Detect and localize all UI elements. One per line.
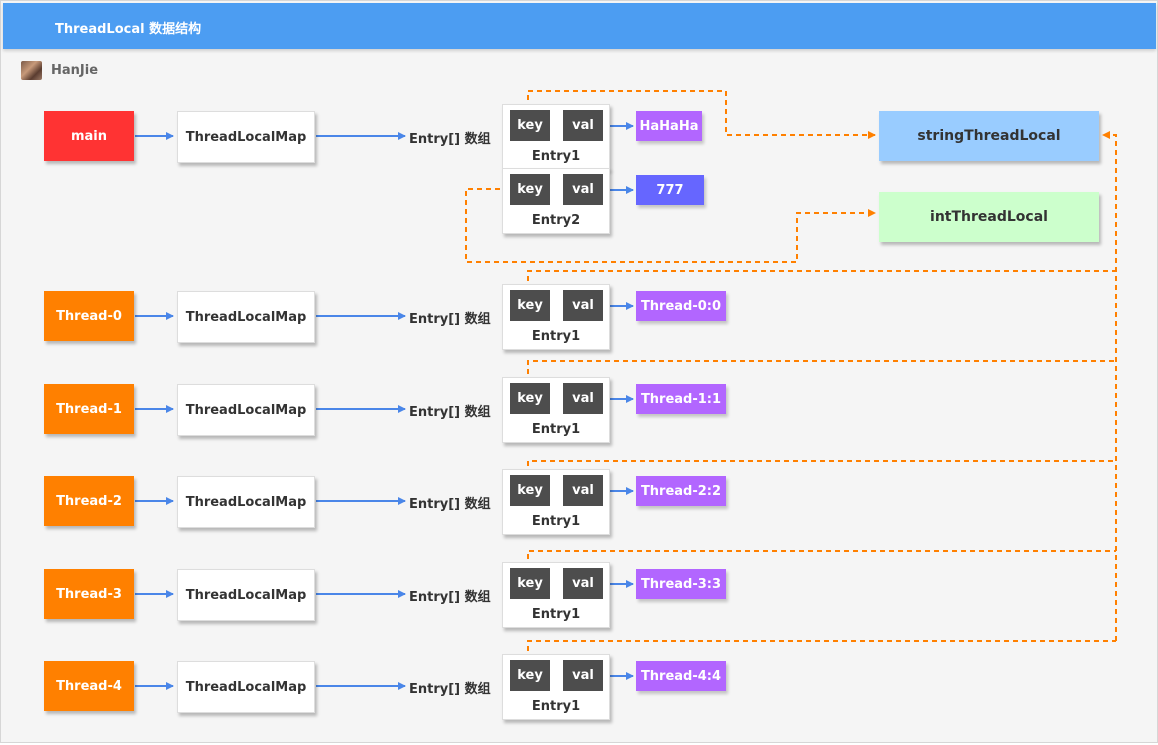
entry-key: key bbox=[510, 290, 550, 321]
entry-key: key bbox=[510, 383, 550, 414]
threadlocalmap-box: ThreadLocalMap bbox=[177, 111, 315, 163]
entry-val: val bbox=[563, 475, 603, 506]
entry-key: key bbox=[510, 174, 550, 205]
title-bar: ThreadLocal 数据结构 bbox=[3, 3, 1156, 49]
thread-box: Thread-4 bbox=[44, 661, 134, 711]
main-entry2-key-to-int-threadlocal bbox=[465, 188, 876, 263]
int-threadlocal: intThreadLocal bbox=[879, 192, 1099, 242]
entry-name: Entry2 bbox=[531, 213, 581, 228]
entry-value-box: 777 bbox=[636, 175, 704, 205]
entry-name: Entry1 bbox=[531, 329, 581, 344]
entry-array-label: Entry[] 数组 bbox=[409, 132, 491, 147]
entry-value-box: Thread-4:4 bbox=[636, 661, 726, 691]
entry-value-box: Thread-3:3 bbox=[636, 569, 726, 599]
entry-val: val bbox=[563, 660, 603, 691]
diagram-title: ThreadLocal 数据结构 bbox=[55, 22, 202, 37]
thread2-key-link bbox=[527, 460, 1116, 475]
entry-value-box: Thread-0:0 bbox=[636, 291, 726, 321]
thread1-key-link bbox=[527, 360, 1116, 383]
entry-val: val bbox=[563, 174, 603, 205]
entry-name: Entry1 bbox=[531, 699, 581, 714]
entry-name: Entry1 bbox=[531, 607, 581, 622]
avatar bbox=[21, 61, 42, 80]
thread0-key-link bbox=[527, 270, 1116, 290]
threadlocalmap-box: ThreadLocalMap bbox=[177, 291, 315, 343]
thread-box: Thread-2 bbox=[44, 476, 134, 526]
entry-array-label: Entry[] 数组 bbox=[409, 312, 491, 327]
entry-value-box: HaHaHa bbox=[636, 111, 702, 141]
entry-name: Entry1 bbox=[531, 149, 581, 164]
entry-array-label: Entry[] 数组 bbox=[409, 682, 491, 697]
entry-name: Entry1 bbox=[531, 514, 581, 529]
shared-trunk-to-string-threadlocal bbox=[1102, 131, 1117, 641]
threadlocalmap-box: ThreadLocalMap bbox=[177, 661, 315, 713]
threadlocalmap-box: ThreadLocalMap bbox=[177, 384, 315, 436]
entry-key: key bbox=[510, 568, 550, 599]
thread4-key-link bbox=[527, 640, 1116, 660]
thread-box: main bbox=[44, 111, 134, 161]
thread-box: Thread-0 bbox=[44, 291, 134, 341]
entry-key: key bbox=[510, 660, 550, 691]
main-entry1-key-to-string-threadlocal bbox=[527, 90, 876, 139]
entry-array-label: Entry[] 数组 bbox=[409, 497, 491, 512]
entry-val: val bbox=[563, 568, 603, 599]
thread-box: Thread-3 bbox=[44, 569, 134, 619]
author-tag: HanJie bbox=[21, 61, 98, 80]
string-threadlocal: stringThreadLocal bbox=[879, 111, 1099, 161]
entry-val: val bbox=[563, 290, 603, 321]
entry-array-label: Entry[] 数组 bbox=[409, 405, 491, 420]
entry-key: key bbox=[510, 475, 550, 506]
entry-array-label: Entry[] 数组 bbox=[409, 590, 491, 605]
entry-key: key bbox=[510, 110, 550, 141]
entry-name: Entry1 bbox=[531, 422, 581, 437]
entry-val: val bbox=[563, 110, 603, 141]
threadlocalmap-box: ThreadLocalMap bbox=[177, 569, 315, 621]
thread-box: Thread-1 bbox=[44, 384, 134, 434]
entry-value-box: Thread-2:2 bbox=[636, 476, 726, 506]
weak-key-arrows bbox=[465, 90, 1117, 660]
entry-value-box: Thread-1:1 bbox=[636, 384, 726, 414]
thread3-key-link bbox=[527, 550, 1116, 568]
author-name: HanJie bbox=[51, 63, 99, 78]
threadlocalmap-box: ThreadLocalMap bbox=[177, 476, 315, 528]
entry-val: val bbox=[563, 383, 603, 414]
